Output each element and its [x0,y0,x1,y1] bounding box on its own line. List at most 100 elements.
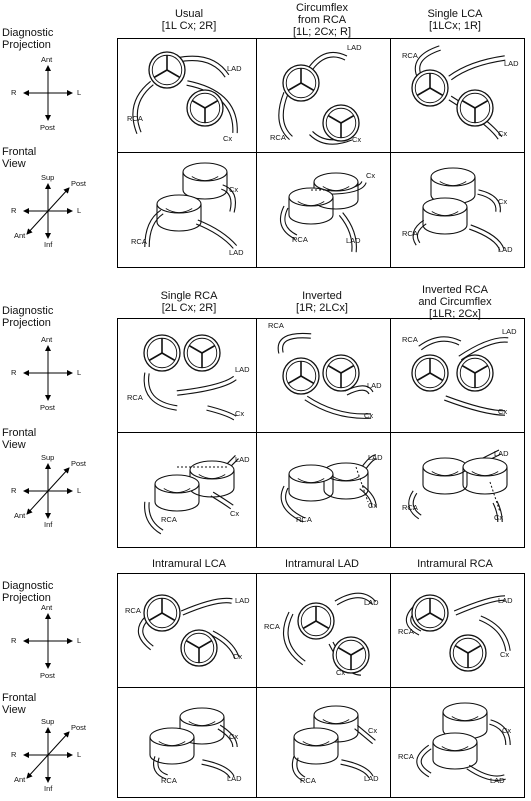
aortic-root [288,197,334,225]
sinus-line [451,716,479,721]
valve-commissure [191,99,206,109]
vessel-label-lad: LAD [364,598,379,607]
axis-sup: Sup [41,717,55,726]
valve-commissure [166,69,181,79]
projection-drawing [277,332,374,419]
valve-commissure [153,69,168,79]
valve-commissure [188,344,203,354]
column-title: Inverted RCA [421,284,489,296]
valve-commissure [429,372,444,382]
vessel-lumen [478,616,510,653]
sinus-line [322,719,350,724]
divider [117,152,525,153]
vessel-label-rca: RCA [300,776,316,785]
frontal-drawing [149,707,238,780]
valve-commissure [287,375,302,385]
aortic-root [154,484,200,512]
divider [117,432,525,433]
valve-commissure [204,99,219,109]
vessel-label-rca: RCA [270,133,286,142]
divider [390,573,391,798]
vessel-label-rca: RCA [292,235,308,244]
valve-inner-ring [414,72,446,104]
column-title: Intramural RCA [417,558,493,570]
vessel-label-cx: Cx [368,501,378,510]
row-label-line: Diagnostic [2,27,54,39]
vessel-lumen [324,180,366,194]
column-header-intramural-lad: Intramural LAD [256,558,388,570]
column-header-inverted: Inverted [1R; 2LCx] [256,290,388,314]
projection-drawing [405,594,511,672]
column-title: Intramural LCA [152,558,226,570]
valve-inner-ring [285,67,317,99]
vessel-lumen [409,490,422,519]
vessel-lumen [488,720,510,747]
column-header-inverted-rca-circumflex: Inverted RCA and Circumflex [1LR; 2Cx] [389,284,521,320]
row-label-line: Projection [2,317,51,329]
vessel-label-rca: RCA [161,776,177,785]
vessel-lumen [154,755,169,779]
vessel-lumen [185,81,237,135]
vessel-lumen [145,210,164,249]
sinus-line [297,478,325,483]
sinus-line [471,471,499,476]
sinus-line [431,211,459,216]
row-label-line: Frontal [2,146,37,158]
vessel-label-rca: RCA [398,752,414,761]
vessel-label-cx: Cx [233,652,243,661]
vessel-label-cx: Cx [502,726,512,735]
valve-commissure [340,114,355,124]
root-rim [430,167,476,187]
valve-commissure [201,344,216,354]
vessel-lumen [344,386,373,395]
vessel-lumen [359,485,376,509]
axis-l: L [77,636,82,645]
vessel-label-cx: Cx [336,668,346,677]
vessel-label-lad: LAD [227,774,242,783]
column-header-intramural-rca: Intramural RCA [389,558,521,570]
valve-commissure [185,639,200,649]
vessel-label-cx: Cx [230,509,240,518]
vessel-lumen [304,396,373,418]
valve-commissure [429,612,444,622]
valve-commissure [327,114,342,124]
vessel-label-cx: Cx [498,129,508,138]
vessel-lumen [468,225,504,252]
axis-ant: Ant [41,55,53,64]
divider [256,573,257,798]
vessel-lumen [210,492,234,509]
valve-commissure [350,646,365,656]
axis-r: R [11,750,17,759]
axis-post: Post [71,459,87,468]
vessel-label-cx: Cx [364,411,374,420]
vessel-label-rca: RCA [127,114,143,123]
vessel-label-lad: LAD [504,59,519,68]
aortic-root [422,467,468,495]
column-code: [1L Cx; 2R] [161,20,217,32]
sinus-line [188,721,216,726]
vessel-label-lad: LAD [235,365,250,374]
vessel-label-rca: RCA [402,503,418,512]
row-label-line: View [2,704,26,716]
vessel-label-rca: RCA [161,515,177,524]
column-title: Usual [174,8,204,20]
vessel-lumen [220,185,235,214]
sinus-line [439,181,467,186]
projection-drawing [278,51,360,145]
vessel-lumen [281,485,306,522]
row-label-frontal: Frontal View [2,146,36,170]
column-title: Circumflex [296,2,348,14]
column-header-single-lca: Single LCA [1LCx; 1R] [389,8,521,32]
vessel-label-rca: RCA [402,51,418,60]
row-label-frontal: Frontal View [2,427,36,451]
valve-commissure [474,364,489,374]
frontal-drawing [291,705,376,782]
vessel-label-rca: RCA [398,627,414,636]
axis-post: Post [40,403,56,412]
row-label-line: Frontal [2,427,37,439]
vessel-label-rca: RCA [402,335,418,344]
valve-commissure [461,99,476,109]
vessel-label-cx: Cx [229,185,239,194]
root-rim [182,162,228,182]
vessel-label-lad: LAD [235,596,250,605]
